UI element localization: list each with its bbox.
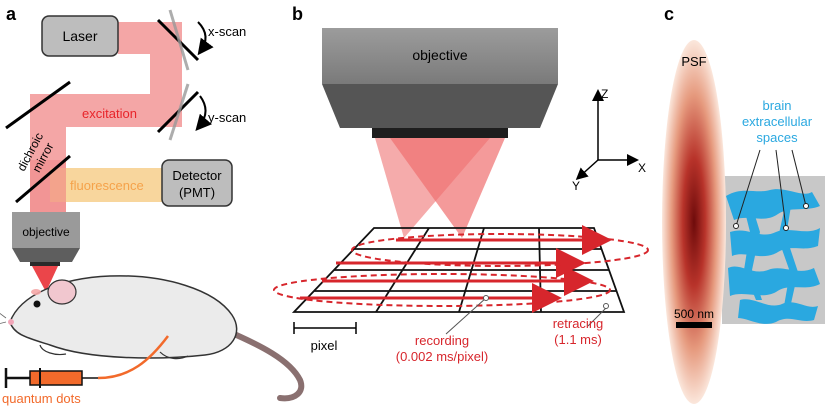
axis-z-label: Z xyxy=(601,87,608,101)
imaging-spot xyxy=(31,289,41,295)
objective-body xyxy=(322,28,558,84)
scale-bar-label: 500 nm xyxy=(674,307,714,321)
pixel-label: pixel xyxy=(311,338,338,353)
pixel-scale-bar xyxy=(293,322,357,334)
excitation-label: excitation xyxy=(82,106,137,121)
x-scan-mirror-tilt xyxy=(168,9,190,71)
mouse-ear xyxy=(47,279,77,305)
detector-pmt-label: (PMT) xyxy=(179,185,215,200)
objective-nose xyxy=(322,84,558,128)
panel-a-letter: a xyxy=(6,4,17,24)
spaces-label: spaces xyxy=(756,130,798,145)
fluorescence-beam xyxy=(50,168,162,202)
extracellular-label: extracellular xyxy=(742,114,813,129)
detector-label: Detector xyxy=(172,168,222,183)
brain-label: brain xyxy=(763,98,792,113)
detector-box xyxy=(161,159,233,207)
small-objective-label: objective xyxy=(22,225,70,239)
y-scan-mirror-tilt xyxy=(168,83,190,141)
panel-b-letter: b xyxy=(292,4,303,24)
panel-c-letter: c xyxy=(664,4,674,24)
axis-y-label: Y xyxy=(572,179,580,193)
beam-cone-right xyxy=(390,138,505,238)
mouse-tail xyxy=(222,327,305,402)
axis-x-label: X xyxy=(638,161,646,175)
dichroic-mirror-top xyxy=(5,80,71,130)
mouse-front-leg xyxy=(39,344,67,356)
psf-ellipse xyxy=(662,40,726,404)
laser-box xyxy=(41,15,119,57)
retrace-loop-1 xyxy=(351,233,649,267)
panel-a: a Laser x-scan y-scan excitation dichroi… xyxy=(0,4,305,406)
psf-label: PSF xyxy=(681,54,706,69)
objective-front-lens xyxy=(372,128,508,138)
mouse-illustration xyxy=(0,275,305,402)
panel-b: b objective Z X Y xyxy=(273,4,649,364)
quantum-dots-label: quantum dots xyxy=(2,391,81,406)
objective-label: objective xyxy=(412,47,467,63)
focus-cone xyxy=(32,266,58,292)
small-objective-tip xyxy=(12,248,80,262)
retrace-loop-2 xyxy=(273,273,611,307)
retracing-time-label: (1.1 ms) xyxy=(554,332,602,347)
scale-bar xyxy=(676,322,712,328)
laser-label: Laser xyxy=(62,28,97,44)
mouse-nose xyxy=(8,319,14,325)
ecs-pointers xyxy=(733,149,809,231)
mouse-back-leg xyxy=(159,351,189,360)
injection-tube xyxy=(97,335,169,380)
dichroic-mirror-bottom xyxy=(15,154,71,204)
x-scan-label: x-scan xyxy=(208,24,246,39)
small-objective-body xyxy=(12,212,80,248)
panel-c: c PSF brain extracellular spaces xyxy=(662,4,825,404)
small-objective-lens xyxy=(30,262,60,266)
recording-label: recording xyxy=(415,333,469,348)
x-scan-arrow-icon xyxy=(197,21,214,56)
retracing-label: retracing xyxy=(553,316,604,331)
y-scan-label: y-scan xyxy=(208,110,246,125)
extracellular-spaces xyxy=(726,189,820,324)
y-scan-arrow-icon xyxy=(195,95,212,132)
mouse-eye xyxy=(33,300,41,308)
syringe-icon xyxy=(4,335,169,388)
axis-triad: Z X Y xyxy=(572,87,646,193)
scan-lines xyxy=(273,225,649,313)
fluorescence-label: fluorescence xyxy=(70,178,144,193)
recording-rate-label: (0.002 ms/pixel) xyxy=(396,349,488,364)
